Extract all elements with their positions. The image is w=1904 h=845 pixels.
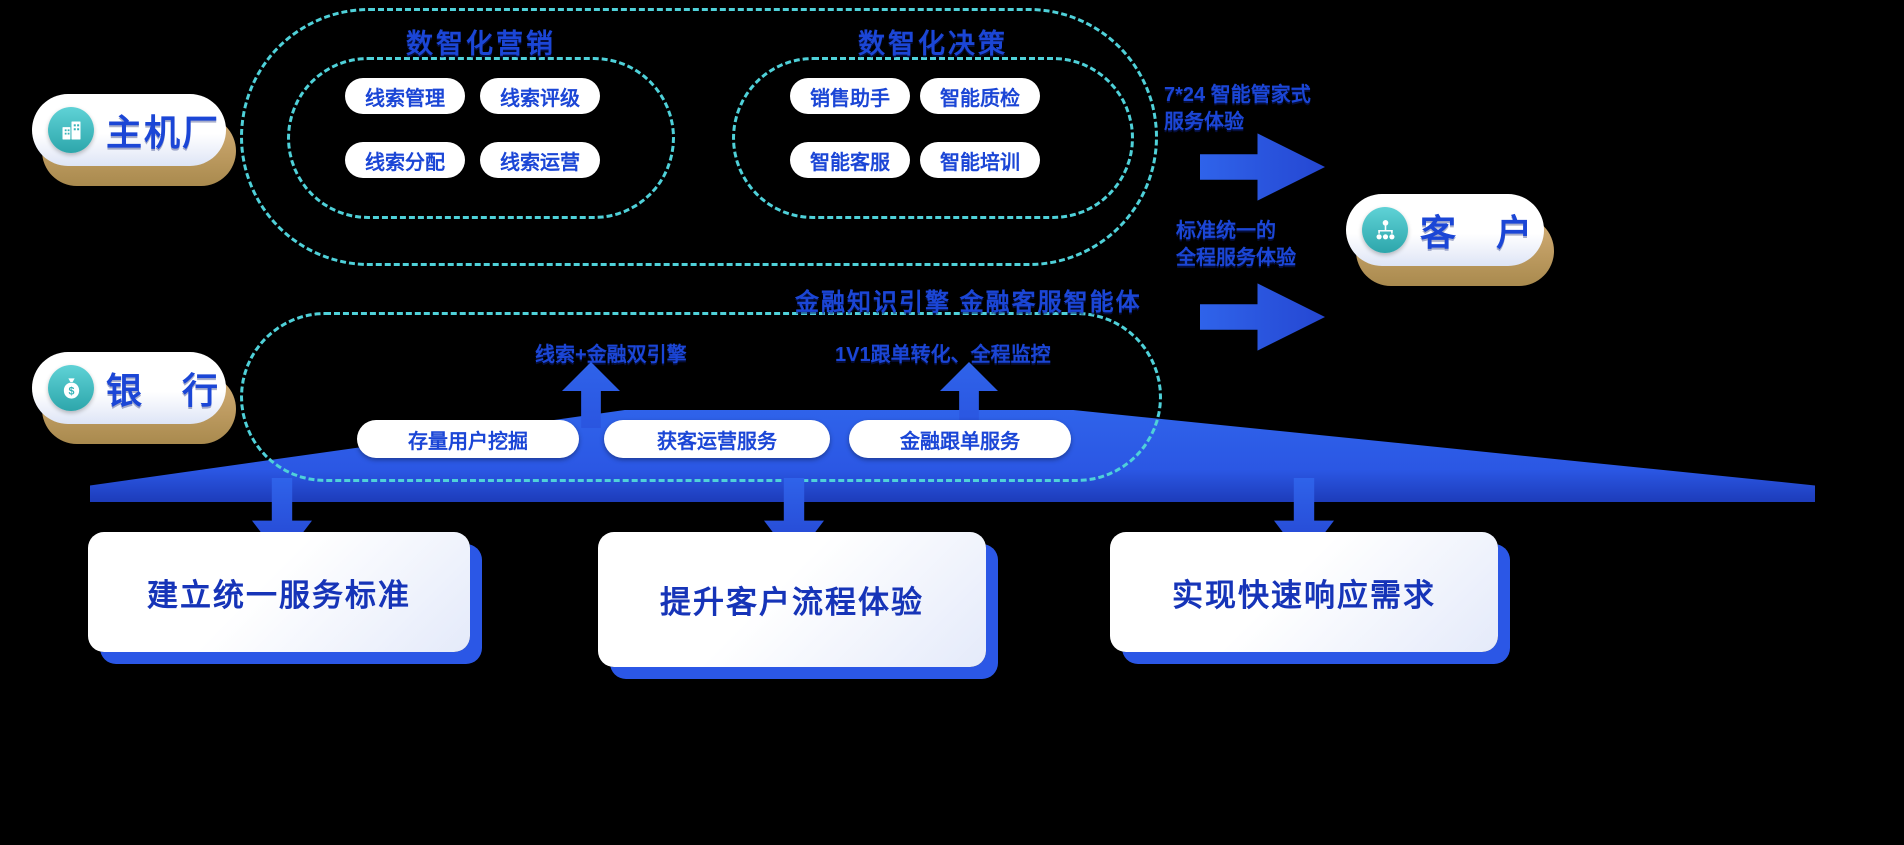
decision-item: 智能质检 <box>920 78 1040 114</box>
result-card: 建立统一服务标准 <box>88 532 470 652</box>
finance-pill: 存量用户挖掘 <box>357 420 579 458</box>
decision-item: 智能客服 <box>790 142 910 178</box>
result-card: 提升客户流程体验 <box>598 532 986 667</box>
org-people-icon <box>1362 207 1408 253</box>
actor-oem-label: 主机厂 <box>106 112 221 153</box>
marketing-item: 线索运营 <box>480 142 600 178</box>
flow-note-1: 7*24 智能管家式 服务体验 <box>1164 82 1311 136</box>
arrow-right-1 <box>1200 133 1325 201</box>
finance-note-right: 1V1跟单转化、全程监控 <box>835 344 1051 366</box>
actor-customer-label: 客 户 <box>1420 212 1535 253</box>
actor-bank: $ 银 行 <box>32 352 242 447</box>
marketing-title: 数智化营销 <box>406 29 556 59</box>
actor-oem-body: 主机厂 <box>32 94 226 166</box>
finance-group <box>240 312 1162 482</box>
actor-customer: 客 户 <box>1346 194 1561 289</box>
factory-building-icon <box>48 107 94 153</box>
decision-title: 数智化决策 <box>858 29 1008 59</box>
decision-group <box>732 57 1134 219</box>
flow-note-2-line2: 全程服务体验 <box>1176 247 1296 269</box>
actor-oem: 主机厂 <box>32 94 242 189</box>
finance-title: 金融知识引擎 金融客服智能体 <box>795 289 1142 316</box>
flow-note-2: 标准统一的 全程服务体验 <box>1176 218 1296 272</box>
marketing-item: 线索管理 <box>345 78 465 114</box>
actor-customer-body: 客 户 <box>1346 194 1544 266</box>
finance-pill: 金融跟单服务 <box>849 420 1071 458</box>
oem-capability-group <box>240 8 1158 266</box>
arrow-right-2 <box>1200 283 1325 351</box>
result-card: 实现快速响应需求 <box>1110 532 1498 652</box>
decision-item: 智能培训 <box>920 142 1040 178</box>
money-bag-icon: $ <box>48 365 94 411</box>
finance-pill: 获客运营服务 <box>604 420 830 458</box>
svg-text:$: $ <box>68 385 74 397</box>
marketing-item: 线索评级 <box>480 78 600 114</box>
flow-note-1-line2: 服务体验 <box>1164 111 1244 133</box>
actor-bank-body: $ 银 行 <box>32 352 226 424</box>
marketing-group <box>287 57 675 219</box>
flow-note-2-line1: 标准统一的 <box>1176 220 1276 242</box>
flow-note-1-line1: 7*24 智能管家式 <box>1164 84 1311 106</box>
marketing-item: 线索分配 <box>345 142 465 178</box>
finance-note-left: 线索+金融双引擎 <box>535 344 687 366</box>
decision-item: 销售助手 <box>790 78 910 114</box>
actor-bank-label: 银 行 <box>106 370 221 411</box>
